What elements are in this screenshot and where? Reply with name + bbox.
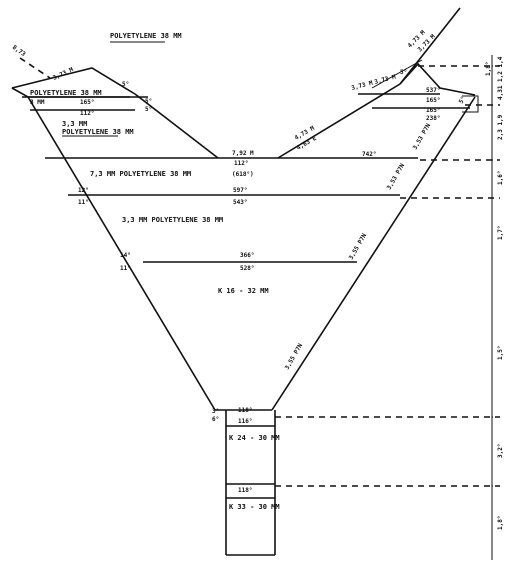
label-center-top: 7,92 M [232,150,254,157]
label-left-slope-1: 3,73 M [52,66,75,82]
label-left-poly-1: POLYETYLENE 38 MM [30,89,102,97]
label-right-slope3: 3,55 P7N [348,232,369,261]
label-5a: 5° [122,81,129,88]
label-col-mid: 118° [238,487,252,494]
label-col-top2: 116° [238,418,252,425]
label-dim-8: 1,8° [485,62,492,76]
label-dim-4: 1,7° [497,226,504,240]
label-layer-33: 3,3 MM [62,120,87,128]
label-left-top-dim: 8,73 [11,44,27,58]
label-dim-2: 2,3 1,9 [497,114,504,140]
label-poly-under: POLYETYLENE 38 MM [62,128,134,136]
label-layer-low: 3,3 MM POLYETYLENE 38 MM [122,216,223,224]
label-col-left2: 6° [212,416,219,423]
label-528: 528° [240,265,254,272]
label-core-1: K 16 - 32 MM [218,287,269,295]
label-left-14: 14° [120,252,131,259]
center-v-right [277,83,401,159]
label-right-upper-a: 3,73 M [351,79,374,91]
dimension-ticks [488,65,496,487]
label-dim-1: 4,31 1,2 1,4 [497,56,504,100]
label-597: 597° [233,187,247,194]
label-col-top: 118° [238,407,252,414]
label-core-3: K 33 - 30 MM [229,503,280,511]
label-543: 543° [233,199,247,206]
label-left-11: 11° [78,199,89,206]
label-right-slope4: 3,55 P7N [284,342,305,371]
label-dim-6: 3,2° [497,444,504,458]
label-dim-7: 1,8° [497,516,504,530]
label-537: 537° [426,87,440,94]
label-dim-3: 1,6° [497,171,504,185]
left-roof [11,67,136,95]
label-165r2: 165° [426,107,440,114]
label-left-11b: 11° [120,265,131,272]
label-left-12: 12° [78,187,89,194]
label-center-618: (618°) [232,171,254,178]
label-right-mid: 742° [362,151,376,158]
label-112: 112° [80,110,94,117]
label-238: 238° [426,115,440,122]
label-core-2: K 24 - 30 MM [229,434,280,442]
label-dim-5: 1,5° [497,346,504,360]
label-right-slope2: 3,53 P7N [386,162,407,191]
label-col-left: 3° [212,408,219,415]
funnel-right-edge [271,96,476,411]
right-spine-inner [371,59,423,89]
label-165: 165° [80,99,94,106]
label-mm: 3 MM [30,99,45,106]
label-top-material: POLYETYLENE 38 MM [110,32,182,40]
left-wing [134,93,219,159]
label-5c: 5° [145,106,152,113]
right-spine [399,7,461,85]
label-366: 366° [240,252,254,259]
right-top-box [399,62,476,96]
right-bump [462,95,479,113]
label-small-a: 5° [400,69,407,76]
label-small-b: 5° [458,95,468,105]
label-layer-mid: 7,3 MM POLYETYLENE 38 MM [90,170,191,178]
label-center-112: 112° [234,160,248,167]
label-165r: 165° [426,97,440,104]
label-right-upper-b: 3,73 M [374,73,397,85]
label-5b: 5° [145,98,152,105]
dash-7 [19,57,51,79]
label-right-slope: 3,53 P7N [412,122,433,151]
funnel-left-edge [27,96,216,411]
